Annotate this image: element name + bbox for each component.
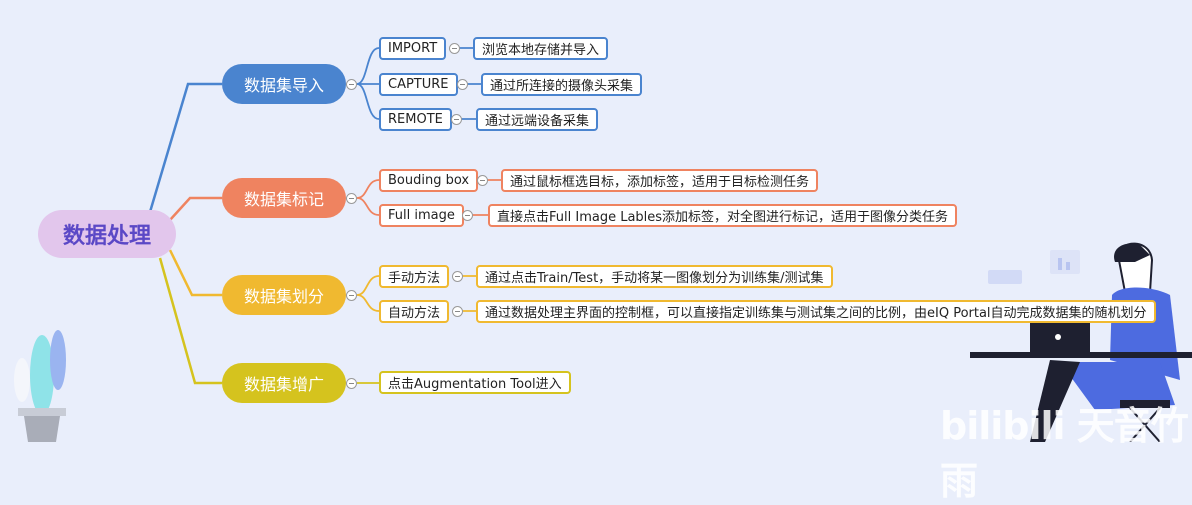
collapse-toggle-icon[interactable] [346, 193, 357, 204]
node-import[interactable]: IMPORT [379, 37, 447, 60]
node-manual[interactable]: 手动方法 [379, 265, 450, 288]
node-label: Full image [388, 208, 455, 223]
node-full-image[interactable]: Full image [379, 204, 464, 227]
branch-dataset-split[interactable]: 数据集划分 [222, 275, 346, 315]
detail-text: 通过数据处理主界面的控制框，可以直接指定训练集与测试集之间的比例，由eIQ Po… [485, 306, 1147, 321]
collapse-toggle-icon[interactable] [346, 378, 357, 389]
detail-remote[interactable]: 通过远端设备采集 [476, 108, 599, 131]
detail-text: 直接点击Full Image Lables添加标签，对全图进行标记，适用于图像分… [497, 210, 949, 225]
root-label: 数据处理 [62, 224, 151, 249]
collapse-toggle-icon[interactable] [477, 175, 488, 186]
node-remote[interactable]: REMOTE [379, 108, 452, 131]
collapse-toggle-icon[interactable] [346, 290, 357, 301]
branch-label: 数据集导入 [243, 76, 324, 95]
detail-text: 浏览本地存储并导入 [482, 43, 600, 58]
branch-dataset-augment[interactable]: 数据集增广 [222, 363, 346, 403]
collapse-toggle-icon[interactable] [451, 114, 462, 125]
node-label: CAPTURE [388, 77, 449, 92]
node-auto[interactable]: 自动方法 [379, 300, 450, 323]
detail-bounding-box[interactable]: 通过鼠标框选目标，添加标签，适用于目标检测任务 [501, 169, 819, 192]
node-label: REMOTE [388, 112, 443, 127]
detail-full-image[interactable]: 直接点击Full Image Lables添加标签，对全图进行标记，适用于图像分… [488, 204, 958, 227]
node-bounding-box[interactable]: Bouding box [379, 169, 479, 192]
branch-dataset-labeling[interactable]: 数据集标记 [222, 178, 346, 218]
detail-capture[interactable]: 通过所连接的摄像头采集 [481, 73, 643, 96]
detail-text: 通过所连接的摄像头采集 [490, 79, 634, 94]
branch-dataset-import[interactable]: 数据集导入 [222, 64, 346, 104]
collapse-toggle-icon[interactable] [462, 210, 473, 221]
collapse-toggle-icon[interactable] [452, 306, 463, 317]
collapse-toggle-icon[interactable] [449, 43, 460, 54]
detail-text: 通过点击Train/Test，手动将某一图像划分为训练集/测试集 [485, 271, 824, 286]
plant-illustration [14, 330, 66, 442]
detail-import[interactable]: 浏览本地存储并导入 [473, 37, 609, 60]
node-label: IMPORT [388, 41, 438, 56]
detail-text: 通过鼠标框选目标，添加标签，适用于目标检测任务 [510, 175, 810, 190]
collapse-toggle-icon[interactable] [452, 271, 463, 282]
collapse-toggle-icon[interactable] [457, 79, 468, 90]
node-augmentation-tool[interactable]: 点击Augmentation Tool进入 [379, 371, 571, 394]
detail-auto[interactable]: 通过数据处理主界面的控制框，可以直接指定训练集与测试集之间的比例，由eIQ Po… [476, 300, 1156, 323]
branch-label: 数据集标记 [243, 190, 324, 209]
branch-label: 数据集划分 [243, 287, 324, 306]
node-capture[interactable]: CAPTURE [379, 73, 458, 96]
node-label: Bouding box [388, 173, 470, 188]
branch-label: 数据集增广 [243, 375, 324, 394]
node-label: 点击Augmentation Tool进入 [388, 377, 562, 392]
node-label: 自动方法 [388, 306, 441, 321]
detail-manual[interactable]: 通过点击Train/Test，手动将某一图像划分为训练集/测试集 [476, 265, 833, 288]
collapse-toggle-icon[interactable] [346, 79, 357, 90]
watermark: bilibili 天音竹雨 [940, 404, 1189, 503]
detail-text: 通过远端设备采集 [485, 114, 590, 129]
root-node[interactable]: 数据处理 [38, 210, 176, 258]
node-label: 手动方法 [388, 271, 441, 286]
